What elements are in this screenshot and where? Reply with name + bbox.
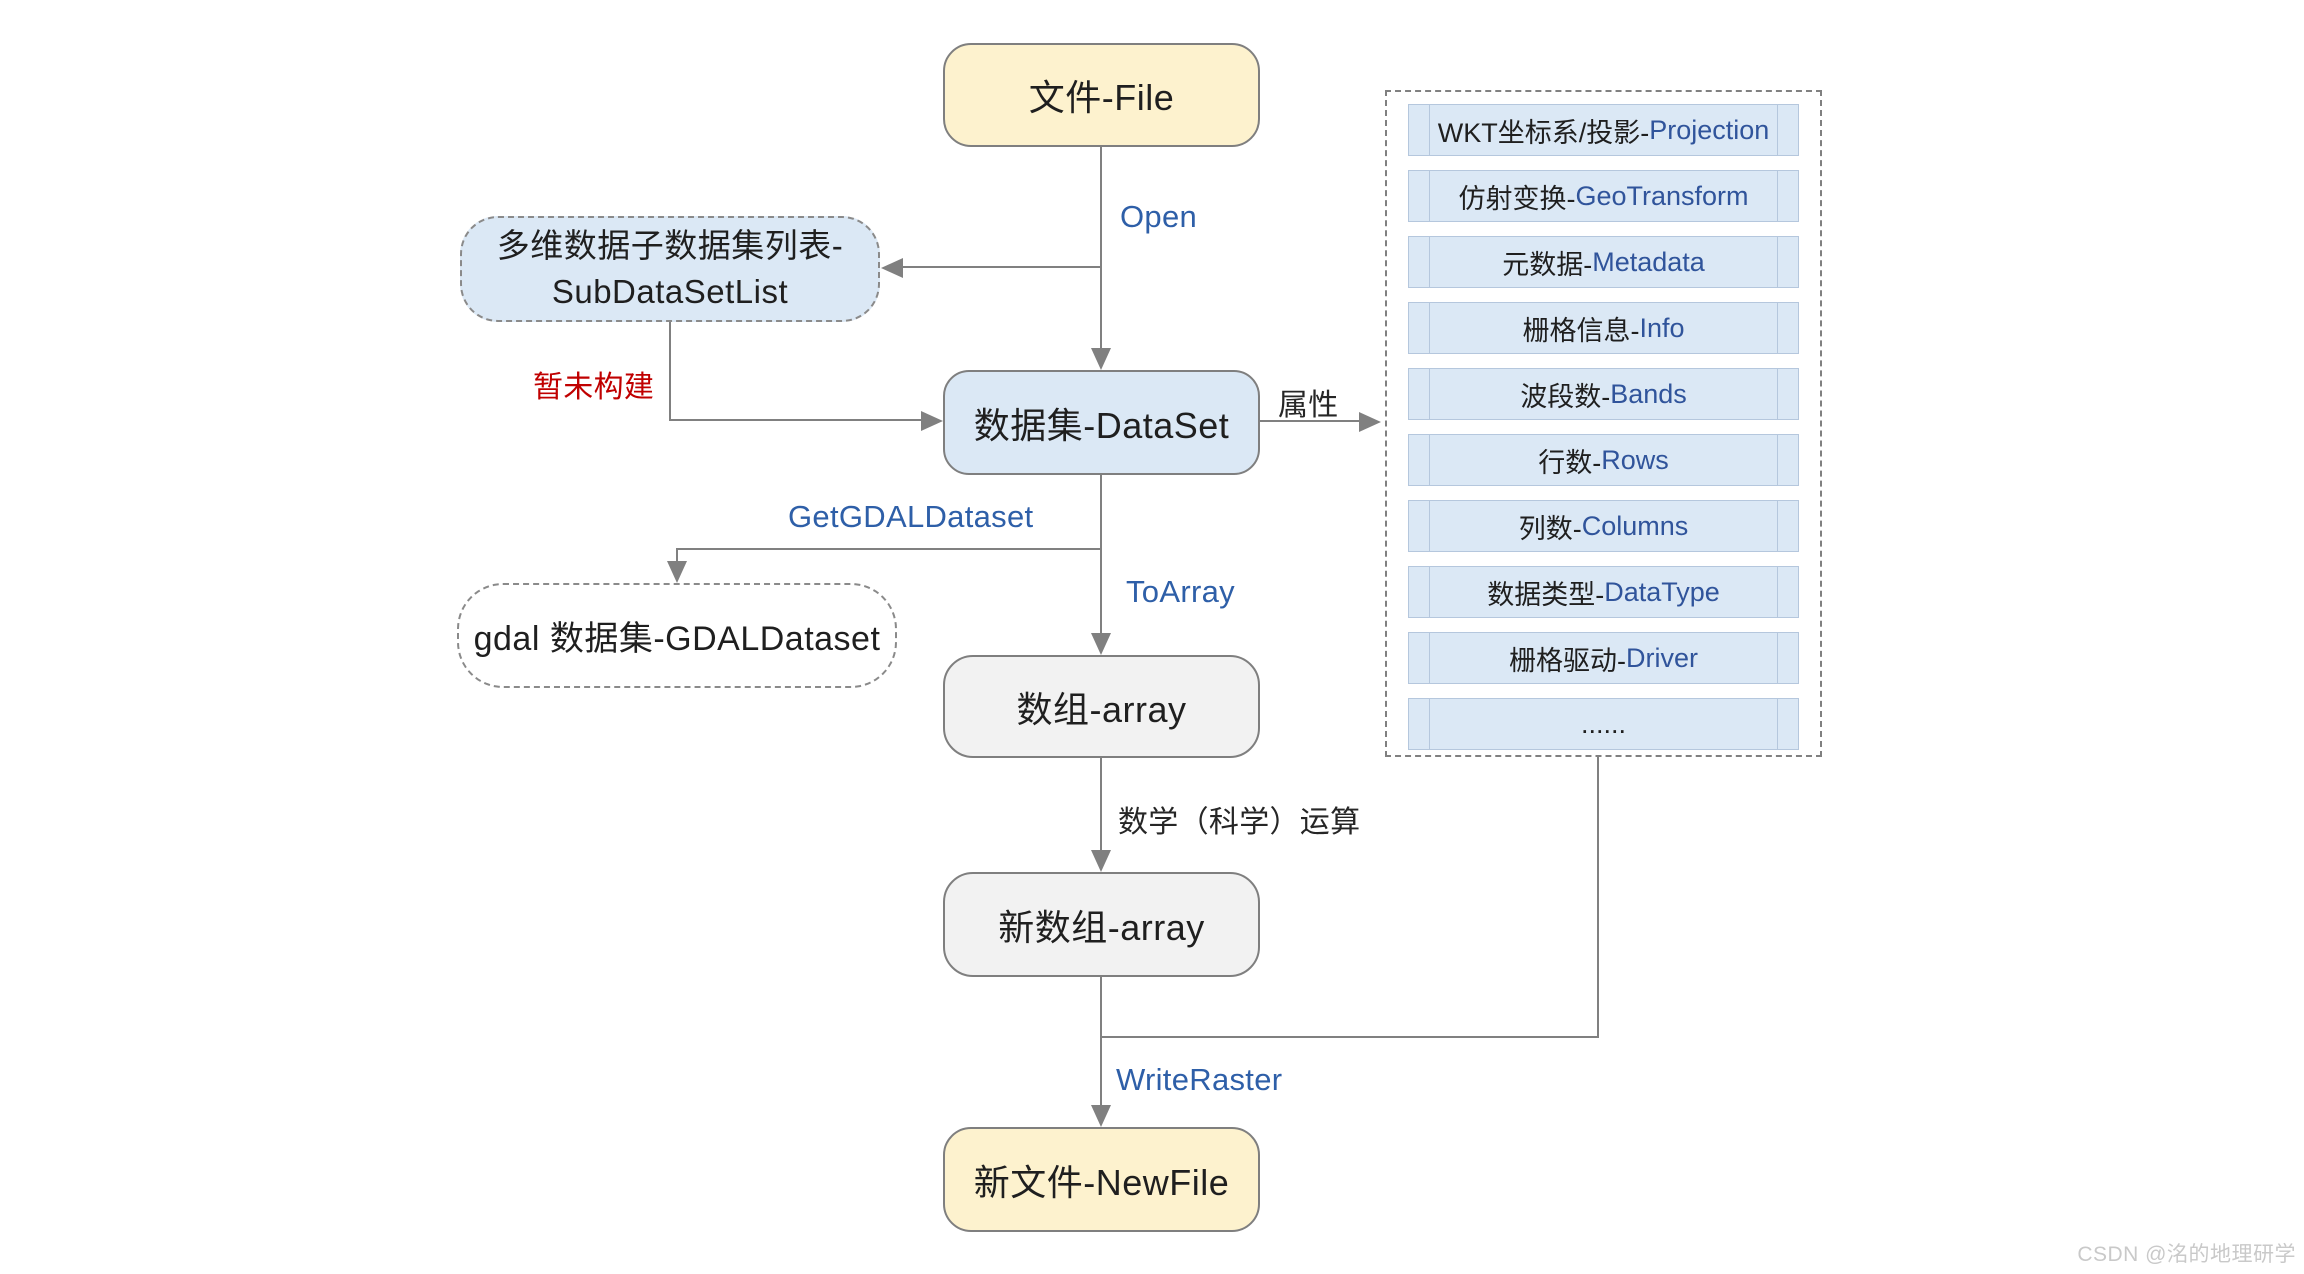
- attribute-item-en: Bands: [1610, 378, 1687, 409]
- arrowhead-into-subdatasetlist: [881, 258, 903, 278]
- connector-subdatasetlist-to-dataset: [669, 419, 923, 421]
- attribute-item-en: GeoTransform: [1575, 180, 1749, 211]
- attribute-item-ellipsis: ......: [1408, 698, 1799, 750]
- item-side-bar: [1777, 435, 1778, 485]
- attribute-item-zh: WKT坐标系/投影-: [1437, 117, 1650, 148]
- connector-getgdaldataset-horizontal: [677, 548, 1102, 550]
- item-side-bar: [1429, 435, 1430, 485]
- attribute-item-zh: 行数-: [1538, 447, 1602, 478]
- arrowhead-into-array: [1091, 633, 1111, 655]
- node-gdaldataset-label: gdal 数据集-GDALDataset: [473, 620, 881, 658]
- node-dataset: 数据集-DataSet: [943, 370, 1260, 475]
- attribute-item-en: DataType: [1604, 576, 1720, 607]
- connector-junction-horizontal: [1100, 1036, 1599, 1038]
- node-subdatasetlist: 多维数据子数据集列表- SubDataSetList: [460, 216, 880, 322]
- node-newfile-label: 新文件-NewFile: [973, 1161, 1230, 1203]
- connector-file-to-dataset: [1100, 146, 1102, 350]
- arrowhead-into-newarray: [1091, 850, 1111, 872]
- arrowhead-into-dataset-top: [1091, 348, 1111, 370]
- attribute-item-zh: ......: [1580, 708, 1626, 739]
- node-dataset-label: 数据集-DataSet: [973, 404, 1230, 446]
- item-side-bar: [1429, 171, 1430, 221]
- edge-label-open: Open: [1120, 199, 1198, 234]
- attribute-item-metadata: 元数据-Metadata: [1408, 236, 1799, 288]
- item-side-bar: [1777, 105, 1778, 155]
- attribute-item-driver: 栅格驱动-Driver: [1408, 632, 1799, 684]
- attribute-item-zh: 仿射变换-: [1458, 183, 1576, 214]
- node-subdatasetlist-line2: SubDataSetList: [551, 273, 789, 310]
- item-side-bar: [1429, 633, 1430, 683]
- item-side-bar: [1777, 369, 1778, 419]
- edge-label-getgdaldataset: GetGDALDataset: [788, 499, 1034, 534]
- node-file: 文件-File: [943, 43, 1260, 147]
- item-side-bar: [1429, 699, 1430, 749]
- item-side-bar: [1777, 171, 1778, 221]
- item-side-bar: [1429, 567, 1430, 617]
- attribute-item-zh: 列数-: [1518, 513, 1582, 544]
- connector-open-branch-to-subdatasetlist: [902, 266, 1102, 268]
- node-newarray-label: 新数组-array: [998, 906, 1205, 948]
- attribute-item-bands: 波段数-Bands: [1408, 368, 1799, 420]
- node-array-label: 数组-array: [1016, 688, 1187, 730]
- node-newfile: 新文件-NewFile: [943, 1127, 1260, 1232]
- attribute-item-zh: 栅格驱动-: [1509, 645, 1626, 676]
- attribute-item-zh: 数据类型-: [1487, 579, 1605, 610]
- edge-label-attribute: 属性: [1278, 389, 1339, 422]
- item-side-bar: [1429, 501, 1430, 551]
- attribute-panel: WKT坐标系/投影-Projection 仿射变换-GeoTransform 元…: [1385, 90, 1822, 757]
- node-subdatasetlist-line1: 多维数据子数据集列表-: [496, 227, 844, 264]
- attribute-item-info: 栅格信息-Info: [1408, 302, 1799, 354]
- item-side-bar: [1777, 237, 1778, 287]
- attribute-item-en: Rows: [1601, 444, 1669, 475]
- connector-array-to-newarray: [1100, 757, 1102, 852]
- attribute-item-en: Columns: [1581, 510, 1689, 541]
- node-gdaldataset: gdal 数据集-GDALDataset: [457, 583, 897, 688]
- item-side-bar: [1429, 237, 1430, 287]
- connector-dataset-to-panel: [1259, 420, 1361, 422]
- item-side-bar: [1777, 501, 1778, 551]
- attribute-item-en: Projection: [1649, 114, 1770, 145]
- arrowhead-into-panel: [1359, 412, 1381, 432]
- csdn-watermark: CSDN @洺的地理研学: [2077, 1243, 2296, 1266]
- attribute-item-zh: 波段数-: [1520, 381, 1611, 412]
- item-side-bar: [1429, 369, 1430, 419]
- node-array: 数组-array: [943, 655, 1260, 758]
- edge-label-not-built: 暂未构建: [533, 371, 655, 404]
- arrowhead-into-gdaldataset: [667, 561, 687, 583]
- connector-subdatasetlist-down: [669, 321, 671, 421]
- connector-getgdaldataset-vertical: [676, 548, 678, 563]
- item-side-bar: [1777, 699, 1778, 749]
- attribute-item-rows: 行数-Rows: [1408, 434, 1799, 486]
- arrowhead-into-newfile: [1091, 1105, 1111, 1127]
- attribute-item-projection: WKT坐标系/投影-Projection: [1408, 104, 1799, 156]
- attribute-item-en: Driver: [1626, 642, 1698, 673]
- attribute-item-en: Info: [1639, 312, 1685, 343]
- connector-panel-down: [1597, 756, 1599, 1038]
- node-file-label: 文件-File: [1028, 77, 1175, 118]
- attribute-item-zh: 元数据-: [1502, 249, 1593, 280]
- arrowhead-into-dataset-left: [921, 411, 943, 431]
- item-side-bar: [1429, 303, 1430, 353]
- item-side-bar: [1777, 633, 1778, 683]
- attribute-item-zh: 栅格信息-: [1522, 315, 1640, 346]
- edge-label-toarray: ToArray: [1126, 574, 1235, 609]
- connector-dataset-to-array: [1100, 474, 1102, 635]
- edge-label-writeraster: WriteRaster: [1116, 1062, 1283, 1097]
- node-newarray: 新数组-array: [943, 872, 1260, 977]
- connector-newarray-to-newfile: [1100, 976, 1102, 1107]
- attribute-item-datatype: 数据类型-DataType: [1408, 566, 1799, 618]
- item-side-bar: [1429, 105, 1430, 155]
- attribute-item-columns: 列数-Columns: [1408, 500, 1799, 552]
- item-side-bar: [1777, 303, 1778, 353]
- attribute-item-geotransform: 仿射变换-GeoTransform: [1408, 170, 1799, 222]
- attribute-item-en: Metadata: [1592, 246, 1705, 277]
- edge-label-math-operation: 数学（科学）运算: [1118, 806, 1361, 839]
- item-side-bar: [1777, 567, 1778, 617]
